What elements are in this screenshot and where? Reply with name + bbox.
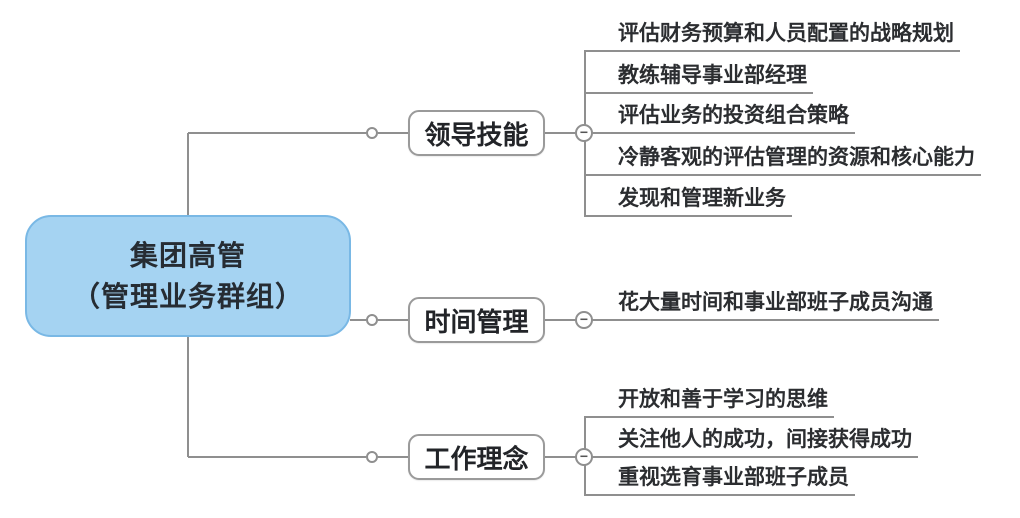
connector-dot-icon	[366, 314, 378, 326]
leaf-topic[interactable]: 花大量时间和事业部班子成员沟通	[584, 289, 939, 321]
leaf-topic[interactable]: 关注他人的成功，间接获得成功	[584, 426, 918, 458]
collapse-button-leadership-skills[interactable]: −	[575, 124, 593, 142]
connector-dot-icon	[366, 451, 378, 463]
branch-node-work-philosophy[interactable]: 工作理念	[408, 434, 545, 480]
leaf-topic[interactable]: 教练辅导事业部经理	[584, 62, 813, 94]
leaf-topic[interactable]: 冷静客观的评估管理的资源和核心能力	[584, 144, 981, 176]
root-node[interactable]: 集团高管 （管理业务群组）	[25, 215, 351, 337]
branch-node-time-management[interactable]: 时间管理	[408, 297, 545, 343]
leaf-topic[interactable]: 发现和管理新业务	[584, 185, 792, 217]
collapse-button-time-management[interactable]: −	[575, 311, 593, 329]
leaf-topic[interactable]: 重视选育事业部班子成员	[584, 464, 855, 496]
leaf-topic[interactable]: 评估财务预算和人员配置的战略规划	[584, 20, 960, 52]
root-title-line1: 集团高管	[129, 240, 246, 271]
connector-dot-icon	[366, 127, 378, 139]
branch-label: 时间管理	[424, 306, 529, 337]
root-title-line2: （管理业务群组）	[71, 281, 304, 312]
branch-node-leadership-skills[interactable]: 领导技能	[408, 110, 545, 156]
leaf-topic[interactable]: 评估业务的投资组合策略	[584, 102, 855, 134]
branch-label: 工作理念	[424, 443, 529, 474]
collapse-button-work-philosophy[interactable]: −	[575, 448, 593, 466]
branch-label: 领导技能	[424, 119, 529, 150]
leaf-topic[interactable]: 开放和善于学习的思维	[584, 386, 834, 418]
